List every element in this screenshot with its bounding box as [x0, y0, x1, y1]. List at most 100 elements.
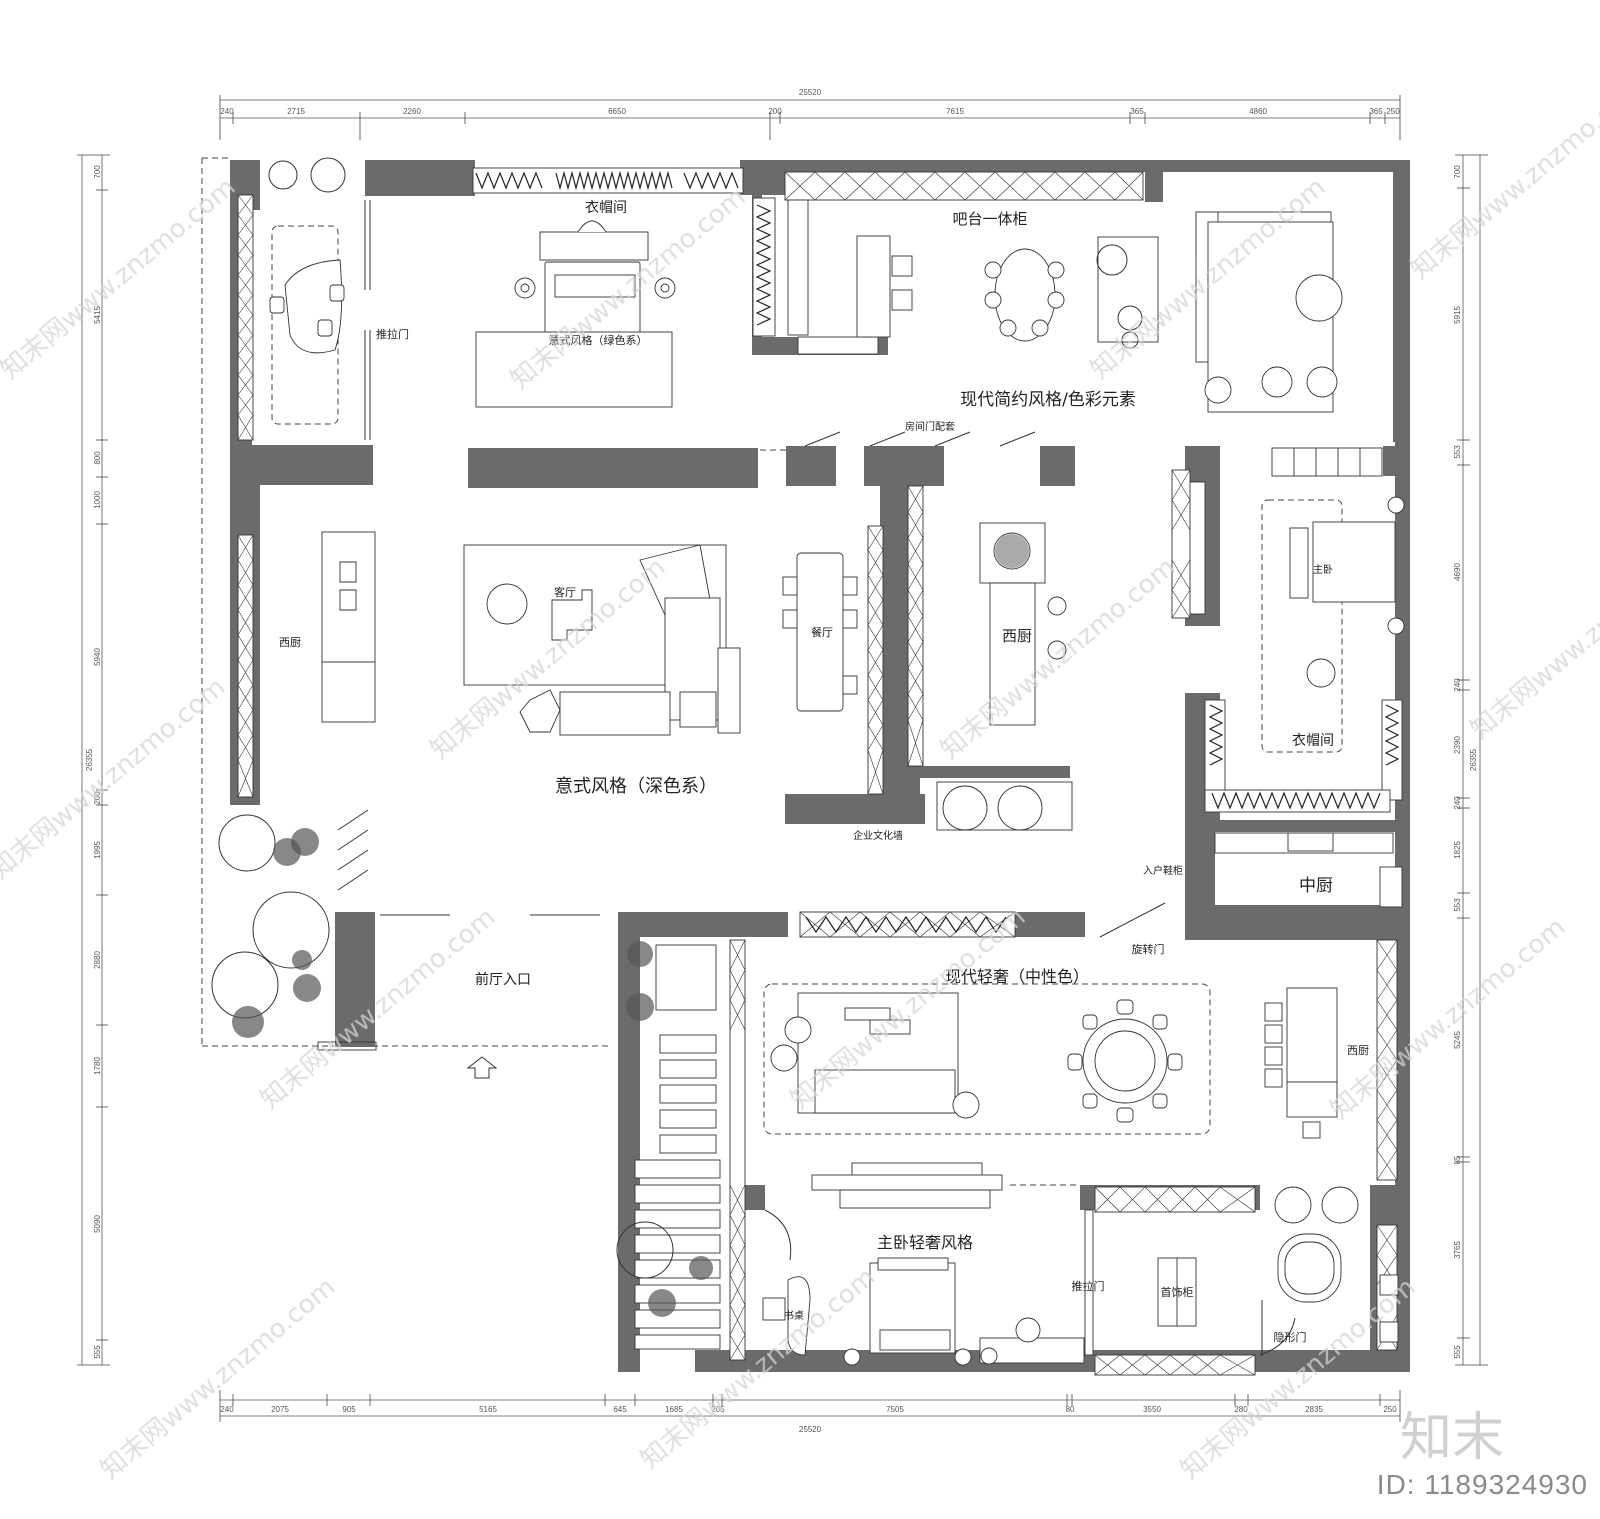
label-italian-dark: 意式风格（深色系） — [555, 776, 717, 797]
svg-text:365: 365 — [1130, 107, 1144, 116]
label-hidden-door: 隐形门 — [1274, 1330, 1307, 1344]
svg-text:26355: 26355 — [1469, 748, 1478, 771]
svg-text:250: 250 — [1383, 1405, 1397, 1414]
entrance-arrow-icon — [466, 1056, 498, 1079]
svg-text:26355: 26355 — [85, 748, 94, 771]
label-culture-wall: 企业文化墙 — [853, 829, 903, 842]
svg-text:1995: 1995 — [93, 841, 102, 859]
dimension-texts: 25520 240 2715 2260 6650 200 7615 365 48… — [85, 88, 1478, 1434]
label-entrance: 前厅入口 — [475, 971, 531, 988]
svg-text:6650: 6650 — [608, 107, 626, 116]
svg-text:3550: 3550 — [1143, 1405, 1161, 1414]
svg-text:知末网www.znzmo.com: 知末网www.znzmo.com — [95, 1272, 341, 1485]
label-sliding-door-bottom: 推拉门 — [1072, 1279, 1105, 1293]
svg-text:2835: 2835 — [1305, 1405, 1323, 1414]
svg-text:200: 200 — [768, 107, 782, 116]
svg-text:知末网www.znzmo.com: 知末网www.znzmo.com — [1325, 912, 1571, 1125]
svg-text:知末网www.znzmo.com: 知末网www.znzmo.com — [935, 552, 1181, 765]
svg-text:2880: 2880 — [93, 951, 102, 969]
svg-text:3765: 3765 — [1453, 1241, 1462, 1259]
label-door-set: 房间门配套 — [905, 420, 955, 433]
svg-text:2390: 2390 — [1453, 736, 1462, 754]
label-western-kitchen-right: 西厨 — [1347, 1044, 1369, 1057]
label-western-kitchen-left: 西厨 — [279, 636, 301, 649]
svg-text:知末网www.znzmo.com: 知末网www.znzmo.com — [0, 172, 241, 385]
label-modern-simple: 现代简约风格/色彩元素 — [960, 390, 1136, 410]
svg-text:1000: 1000 — [93, 491, 102, 509]
svg-text:553: 553 — [1453, 445, 1462, 459]
label-living-room: 客厅 — [554, 585, 576, 599]
svg-text:645: 645 — [613, 1405, 627, 1414]
svg-text:知末网www.znzmo.com: 知末网www.znzmo.com — [1465, 532, 1600, 745]
label-shoe-cabinet: 入户鞋柜 — [1143, 864, 1183, 877]
svg-text:4690: 4690 — [1453, 563, 1462, 581]
room-labels: 衣帽间 吧台一体柜 推拉门 意式风格（绿色系） 现代简约风格/色彩元素 房间门配… — [279, 200, 1369, 1344]
doors — [337, 200, 1296, 1356]
svg-text:553: 553 — [1453, 898, 1462, 912]
dimension-lines — [77, 95, 1488, 1422]
label-italian-green: 意式风格（绿色系） — [549, 333, 648, 347]
svg-text:5090: 5090 — [93, 1215, 102, 1233]
svg-text:905: 905 — [342, 1405, 356, 1414]
svg-text:240: 240 — [220, 107, 234, 116]
wardrobe-crosshatch — [237, 171, 1398, 1376]
furniture — [269, 211, 1405, 1366]
label-modern-luxury: 现代轻奢（中性色） — [945, 967, 1089, 986]
svg-text:5915: 5915 — [1453, 306, 1462, 324]
svg-text:240: 240 — [1453, 678, 1462, 692]
svg-text:250: 250 — [1386, 107, 1400, 116]
logo-watermark: 知末 — [1400, 1408, 1504, 1468]
svg-text:365: 365 — [1369, 107, 1383, 116]
plants-dense — [232, 534, 1029, 1317]
svg-text:80: 80 — [1066, 1405, 1075, 1414]
label-master-luxury: 主卧轻奢风格 — [877, 1233, 973, 1252]
svg-text:555: 555 — [1453, 1345, 1462, 1359]
dashed-boundaries — [201, 157, 1343, 1186]
image-id: ID: 1189324930 — [1376, 1469, 1588, 1500]
svg-text:4860: 4860 — [1249, 107, 1267, 116]
svg-text:25520: 25520 — [799, 1425, 822, 1434]
label-bar-cabinet: 吧台一体柜 — [952, 210, 1027, 228]
svg-text:240: 240 — [1453, 796, 1462, 810]
svg-text:1825: 1825 — [1453, 841, 1462, 859]
label-dining-room: 餐厅 — [811, 625, 833, 639]
svg-text:1685: 1685 — [665, 1405, 683, 1414]
label-revolving-door: 旋转门 — [1132, 942, 1165, 956]
svg-text:555: 555 — [93, 1345, 102, 1359]
svg-text:知末网www.znzmo.com: 知末网www.znzmo.com — [1405, 72, 1600, 285]
svg-text:25520: 25520 — [799, 88, 822, 97]
svg-text:知末网www.znzmo.com: 知末网www.znzmo.com — [0, 672, 231, 885]
label-cloakroom-right: 衣帽间 — [1292, 733, 1334, 749]
svg-text:2260: 2260 — [403, 107, 421, 116]
svg-text:2075: 2075 — [271, 1405, 289, 1414]
svg-text:800: 800 — [93, 451, 102, 465]
label-jewelry-cabinet: 首饰柜 — [1161, 1285, 1194, 1299]
label-master-small: 主卧 — [1313, 563, 1333, 576]
svg-text:知末网www.znzmo.com: 知末网www.znzmo.com — [1175, 1272, 1421, 1485]
svg-text:205: 205 — [711, 1405, 725, 1414]
svg-text:700: 700 — [93, 165, 102, 179]
label-desk: 书桌 — [784, 1309, 804, 1322]
svg-text:知末网www.znzmo.com: 知末网www.znzmo.com — [255, 902, 501, 1115]
svg-text:7615: 7615 — [946, 107, 964, 116]
svg-text:5940: 5940 — [93, 648, 102, 666]
svg-text:5165: 5165 — [479, 1405, 497, 1414]
svg-text:5415: 5415 — [93, 306, 102, 324]
svg-text:200: 200 — [93, 791, 102, 805]
svg-text:1780: 1780 — [93, 1057, 102, 1075]
svg-text:7505: 7505 — [886, 1405, 904, 1414]
label-middle-kitchen: 中厨 — [1299, 876, 1333, 896]
label-sliding-door-left: 推拉门 — [376, 327, 409, 341]
plants — [211, 157, 1143, 1279]
svg-text:240: 240 — [220, 1405, 234, 1414]
label-western-kitchen-mid: 西厨 — [1002, 627, 1032, 645]
clothes-racks — [475, 170, 1400, 934]
wardrobes — [237, 167, 1403, 1376]
svg-text:280: 280 — [1234, 1405, 1248, 1414]
label-cloakroom-top: 衣帽间 — [585, 200, 627, 216]
svg-text:85: 85 — [1453, 1155, 1462, 1164]
svg-text:5245: 5245 — [1453, 1031, 1462, 1049]
svg-text:700: 700 — [1453, 165, 1462, 179]
svg-text:2715: 2715 — [287, 107, 305, 116]
